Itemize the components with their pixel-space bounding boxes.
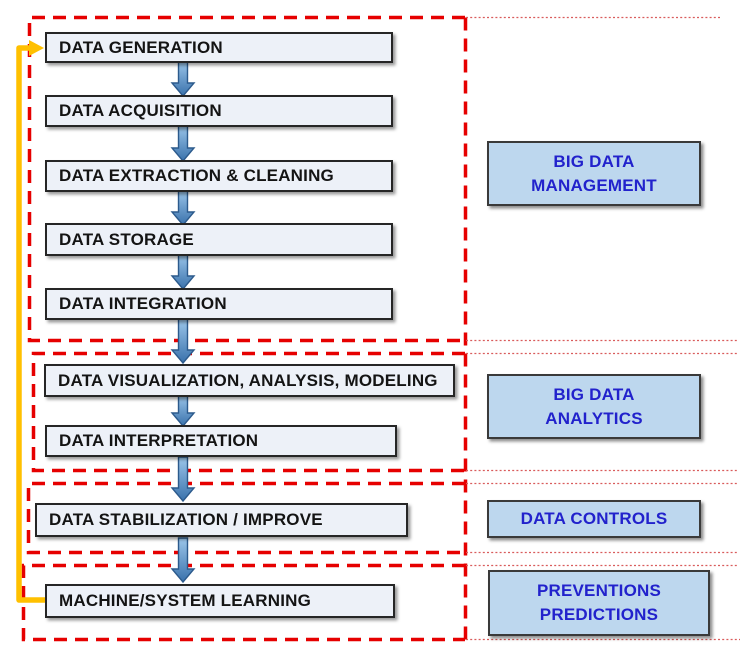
flow-box-data-generation: DATA GENERATION [45,32,393,63]
flow-box-label: DATA EXTRACTION & CLEANING [59,166,334,185]
flow-box-label: DATA ACQUISITION [59,101,222,120]
flow-box-label: DATA INTEGRATION [59,294,227,313]
group-label-line: ANALYTICS [545,408,643,428]
group-label-line: PREDICTIONS [539,605,659,624]
flow-box-data-integration: DATA INTEGRATION [45,288,393,320]
down-arrow-icon-6 [170,394,196,428]
group-label-big-data-analytics: BIG DATA ANALYTICS [487,374,701,439]
flow-box-label: DATA VISUALIZATION, ANALYSIS, MODELING [58,370,438,390]
flow-box-data-interpretation: DATA INTERPRETATION [45,425,397,457]
flow-box-machine-system-learning: MACHINE/SYSTEM LEARNING [45,584,395,618]
group-outlines [21,15,468,642]
group-label-line: MANAGEMENT [531,175,657,195]
group-label-data-controls: DATA CONTROLS [487,500,701,538]
down-arrow-icon-4 [170,253,196,291]
down-arrow-icon-5 [170,318,196,365]
down-arrow-icon-2 [170,124,196,163]
flow-box-label: DATA STABILIZATION / IMPROVE [49,510,323,529]
flow-box-data-stabilization-improve: DATA STABILIZATION / IMPROVE [35,503,408,537]
flow-arrows [170,60,196,584]
flow-box-label: DATA STORAGE [59,229,194,249]
group-outline-data-controls [26,481,465,555]
group-outline-big-data-management [27,15,465,343]
flow-box-data-storage: DATA STORAGE [45,223,393,256]
group-label-line: DATA CONTROLS [520,509,668,529]
down-arrow-icon-3 [170,189,196,227]
down-arrow-icon-7 [170,456,196,503]
group-label-preventions-predictions: PREVENTIONS PREDICTIONS [488,570,710,636]
group-label-line: PREVENTIONS [536,581,662,601]
group-outline-big-data-analytics [31,351,465,473]
dotted-extension-lines [466,16,740,641]
flow-box-data-extraction-cleaning: DATA EXTRACTION & CLEANING [45,160,393,192]
flow-box-label: MACHINE/SYSTEM LEARNING [59,591,312,610]
down-arrow-icon-8 [170,537,196,584]
flow-box-label: DATA GENERATION [59,37,223,57]
flow-box-data-visualization-analysis-modeling: DATA VISUALIZATION, ANALYSIS, MODELING [44,364,455,397]
group-label-line: BIG DATA [553,151,635,171]
group-label-big-data-management: BIG DATA MANAGEMENT [487,141,701,206]
group-label-line: BIG DATA [553,384,635,404]
flow-box-data-acquisition: DATA ACQUISITION [45,95,393,127]
down-arrow-icon-1 [170,60,196,98]
group-outline-preventions-predictions [21,563,465,642]
flow-box-label: DATA INTERPRETATION [59,431,259,450]
feedback-loop-arrow-icon [16,40,49,603]
